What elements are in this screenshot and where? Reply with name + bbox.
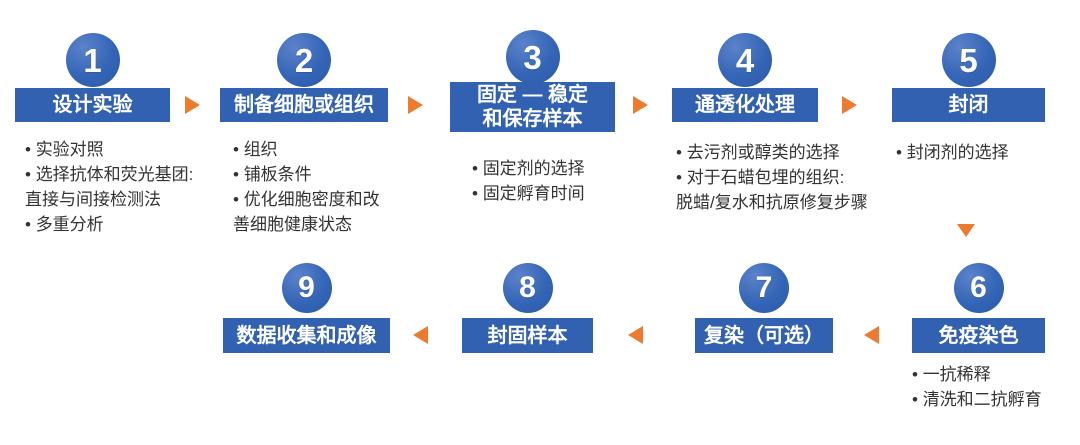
- step-8-number-badge: 8: [502, 263, 553, 313]
- step-9: 9 数据收集和成像: [223, 263, 390, 353]
- step-4-number-badge: 4: [718, 33, 772, 87]
- step-1-title-bar: 设计实验: [15, 88, 170, 122]
- step-7-title-bar: 复染（可选）: [695, 318, 833, 353]
- bullet-item: 铺板条件: [233, 162, 425, 187]
- step-5: 5 封闭 封闭剂的选择: [892, 33, 1045, 162]
- bullet-item: 一抗稀释: [912, 362, 1080, 387]
- step-7: 7 复染（可选）: [695, 263, 833, 353]
- bullet-item: 清洗和二抗孵育: [912, 387, 1080, 412]
- arrow-left-icon: [864, 326, 879, 344]
- step-1-number: 1: [83, 41, 102, 79]
- step-7-number-badge: 7: [739, 263, 789, 313]
- step-9-title: 数据收集和成像: [236, 324, 377, 347]
- step-7-title: 复染（可选）: [704, 324, 824, 347]
- step-2-number-badge: 2: [277, 33, 331, 87]
- step-1-title: 设计实验: [52, 94, 133, 116]
- step-6: 6 免疫染色 一抗稀释 清洗和二抗孵育: [912, 263, 1045, 409]
- step-7-number: 7: [755, 271, 773, 304]
- bullet-item: 固定剂的选择: [472, 156, 657, 181]
- step-9-title-bar: 数据收集和成像: [223, 318, 390, 353]
- step-4-bullets: 去污剂或醇类的选择 对于石蜡包埋的组织: 脱蜡/复水和抗原修复步骤: [676, 140, 898, 215]
- arrow-right-icon: [633, 96, 648, 114]
- step-4-number: 4: [735, 41, 755, 79]
- step-3-title-bar: 固定 — 稳定 和保存样本: [450, 82, 615, 132]
- step-3-bullets: 固定剂的选择 固定孵育时间: [472, 156, 657, 206]
- step-5-title-bar: 封闭: [892, 88, 1045, 122]
- step-2-title: 制备细胞或组织: [234, 94, 374, 116]
- bullet-item: 固定孵育时间: [472, 181, 657, 206]
- step-1-number-badge: 1: [65, 33, 120, 87]
- step-9-number-badge: 9: [281, 263, 332, 313]
- step-2-number: 2: [294, 41, 314, 79]
- arrow-right-icon: [842, 96, 857, 114]
- bullet-item: 实验对照: [25, 137, 233, 162]
- step-8: 8 封固样本: [462, 263, 593, 353]
- step-6-bullets: 一抗稀释 清洗和二抗孵育: [912, 362, 1080, 412]
- bullet-item: 优化细胞密度和改 善细胞健康状态: [233, 187, 425, 237]
- step-8-number: 8: [519, 271, 536, 304]
- bullet-item: 去污剂或醇类的选择: [676, 140, 898, 165]
- step-4: 4 通透化处理 去污剂或醇类的选择 对于石蜡包埋的组织: 脱蜡/复水和抗原修复步…: [672, 33, 868, 212]
- step-5-bullets: 封闭剂的选择: [896, 140, 1068, 165]
- arrow-down-icon: [957, 224, 975, 237]
- step-3-number-badge: 3: [505, 30, 560, 84]
- step-2-title-bar: 制备细胞或组织: [220, 88, 388, 122]
- step-4-title: 通透化处理: [695, 94, 795, 116]
- step-6-number: 6: [970, 271, 987, 304]
- arrow-left-icon: [628, 326, 643, 344]
- step-5-number-badge: 5: [941, 33, 996, 87]
- step-9-number: 9: [298, 271, 315, 304]
- step-2-bullets: 组织 铺板条件 优化细胞密度和改 善细胞健康状态: [233, 137, 425, 237]
- step-6-title-bar: 免疫染色: [912, 318, 1045, 353]
- step-3: 3 固定 — 稳定 和保存样本 固定剂的选择 固定孵育时间: [450, 30, 615, 203]
- arrow-left-icon: [413, 326, 428, 344]
- bullet-item: 多重分析: [25, 212, 233, 237]
- step-5-title: 封闭: [948, 94, 989, 116]
- step-8-title-bar: 封固样本: [462, 318, 593, 353]
- bullet-item: 组织: [233, 137, 425, 162]
- step-1-bullets: 实验对照 选择抗体和荧光基团: 直接与间接检测法 多重分析: [25, 137, 233, 237]
- step-5-number: 5: [959, 41, 978, 79]
- step-6-number-badge: 6: [953, 263, 1004, 313]
- arrow-right-icon: [185, 96, 200, 114]
- step-3-number: 3: [523, 38, 542, 76]
- step-2: 2 制备细胞或组织 组织 铺板条件 优化细胞密度和改 善细胞健康状态: [220, 33, 388, 234]
- bullet-item: 对于石蜡包埋的组织: 脱蜡/复水和抗原修复步骤: [676, 165, 898, 215]
- bullet-item: 选择抗体和荧光基团: 直接与间接检测法: [25, 162, 233, 212]
- step-6-title: 免疫染色: [938, 324, 1019, 347]
- step-8-title: 封固样本: [487, 324, 568, 347]
- step-3-title: 固定 — 稳定 和保存样本: [476, 84, 589, 130]
- bullet-item: 封闭剂的选择: [896, 140, 1068, 165]
- arrow-right-icon: [408, 96, 423, 114]
- step-1: 1 设计实验 实验对照 选择抗体和荧光基团: 直接与间接检测法 多重分析: [15, 33, 193, 234]
- step-4-title-bar: 通透化处理: [672, 88, 818, 122]
